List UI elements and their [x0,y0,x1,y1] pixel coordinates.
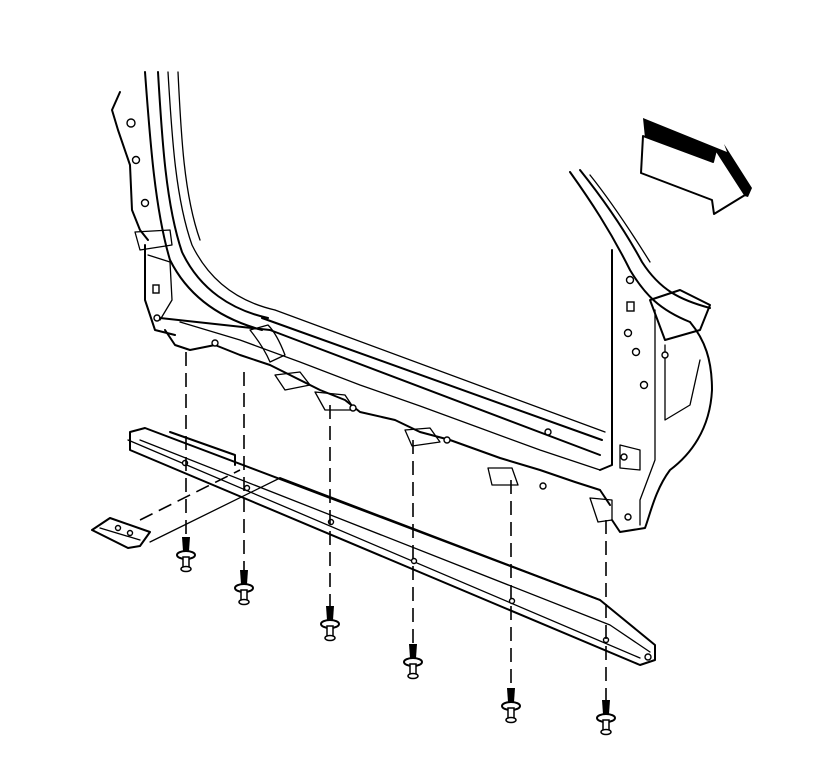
molding-end-cap [91,469,281,549]
push-pin-retainer-icon [176,537,196,573]
push-pin-retainer-icon [596,700,616,736]
front-direction-arrow-icon [640,118,752,215]
rocker-panel-molding [127,427,656,666]
push-pin-retainer-icon [501,688,521,724]
push-pin-retainer-icon [320,606,340,642]
alignment-lines [185,352,607,700]
rear-door-pillar [569,169,713,533]
front-door-pillar [111,71,276,336]
rocker-sill [159,309,613,523]
push-pin-retainers [176,537,616,736]
push-pin-retainer-icon [403,644,423,680]
push-pin-retainer-icon [234,570,254,606]
